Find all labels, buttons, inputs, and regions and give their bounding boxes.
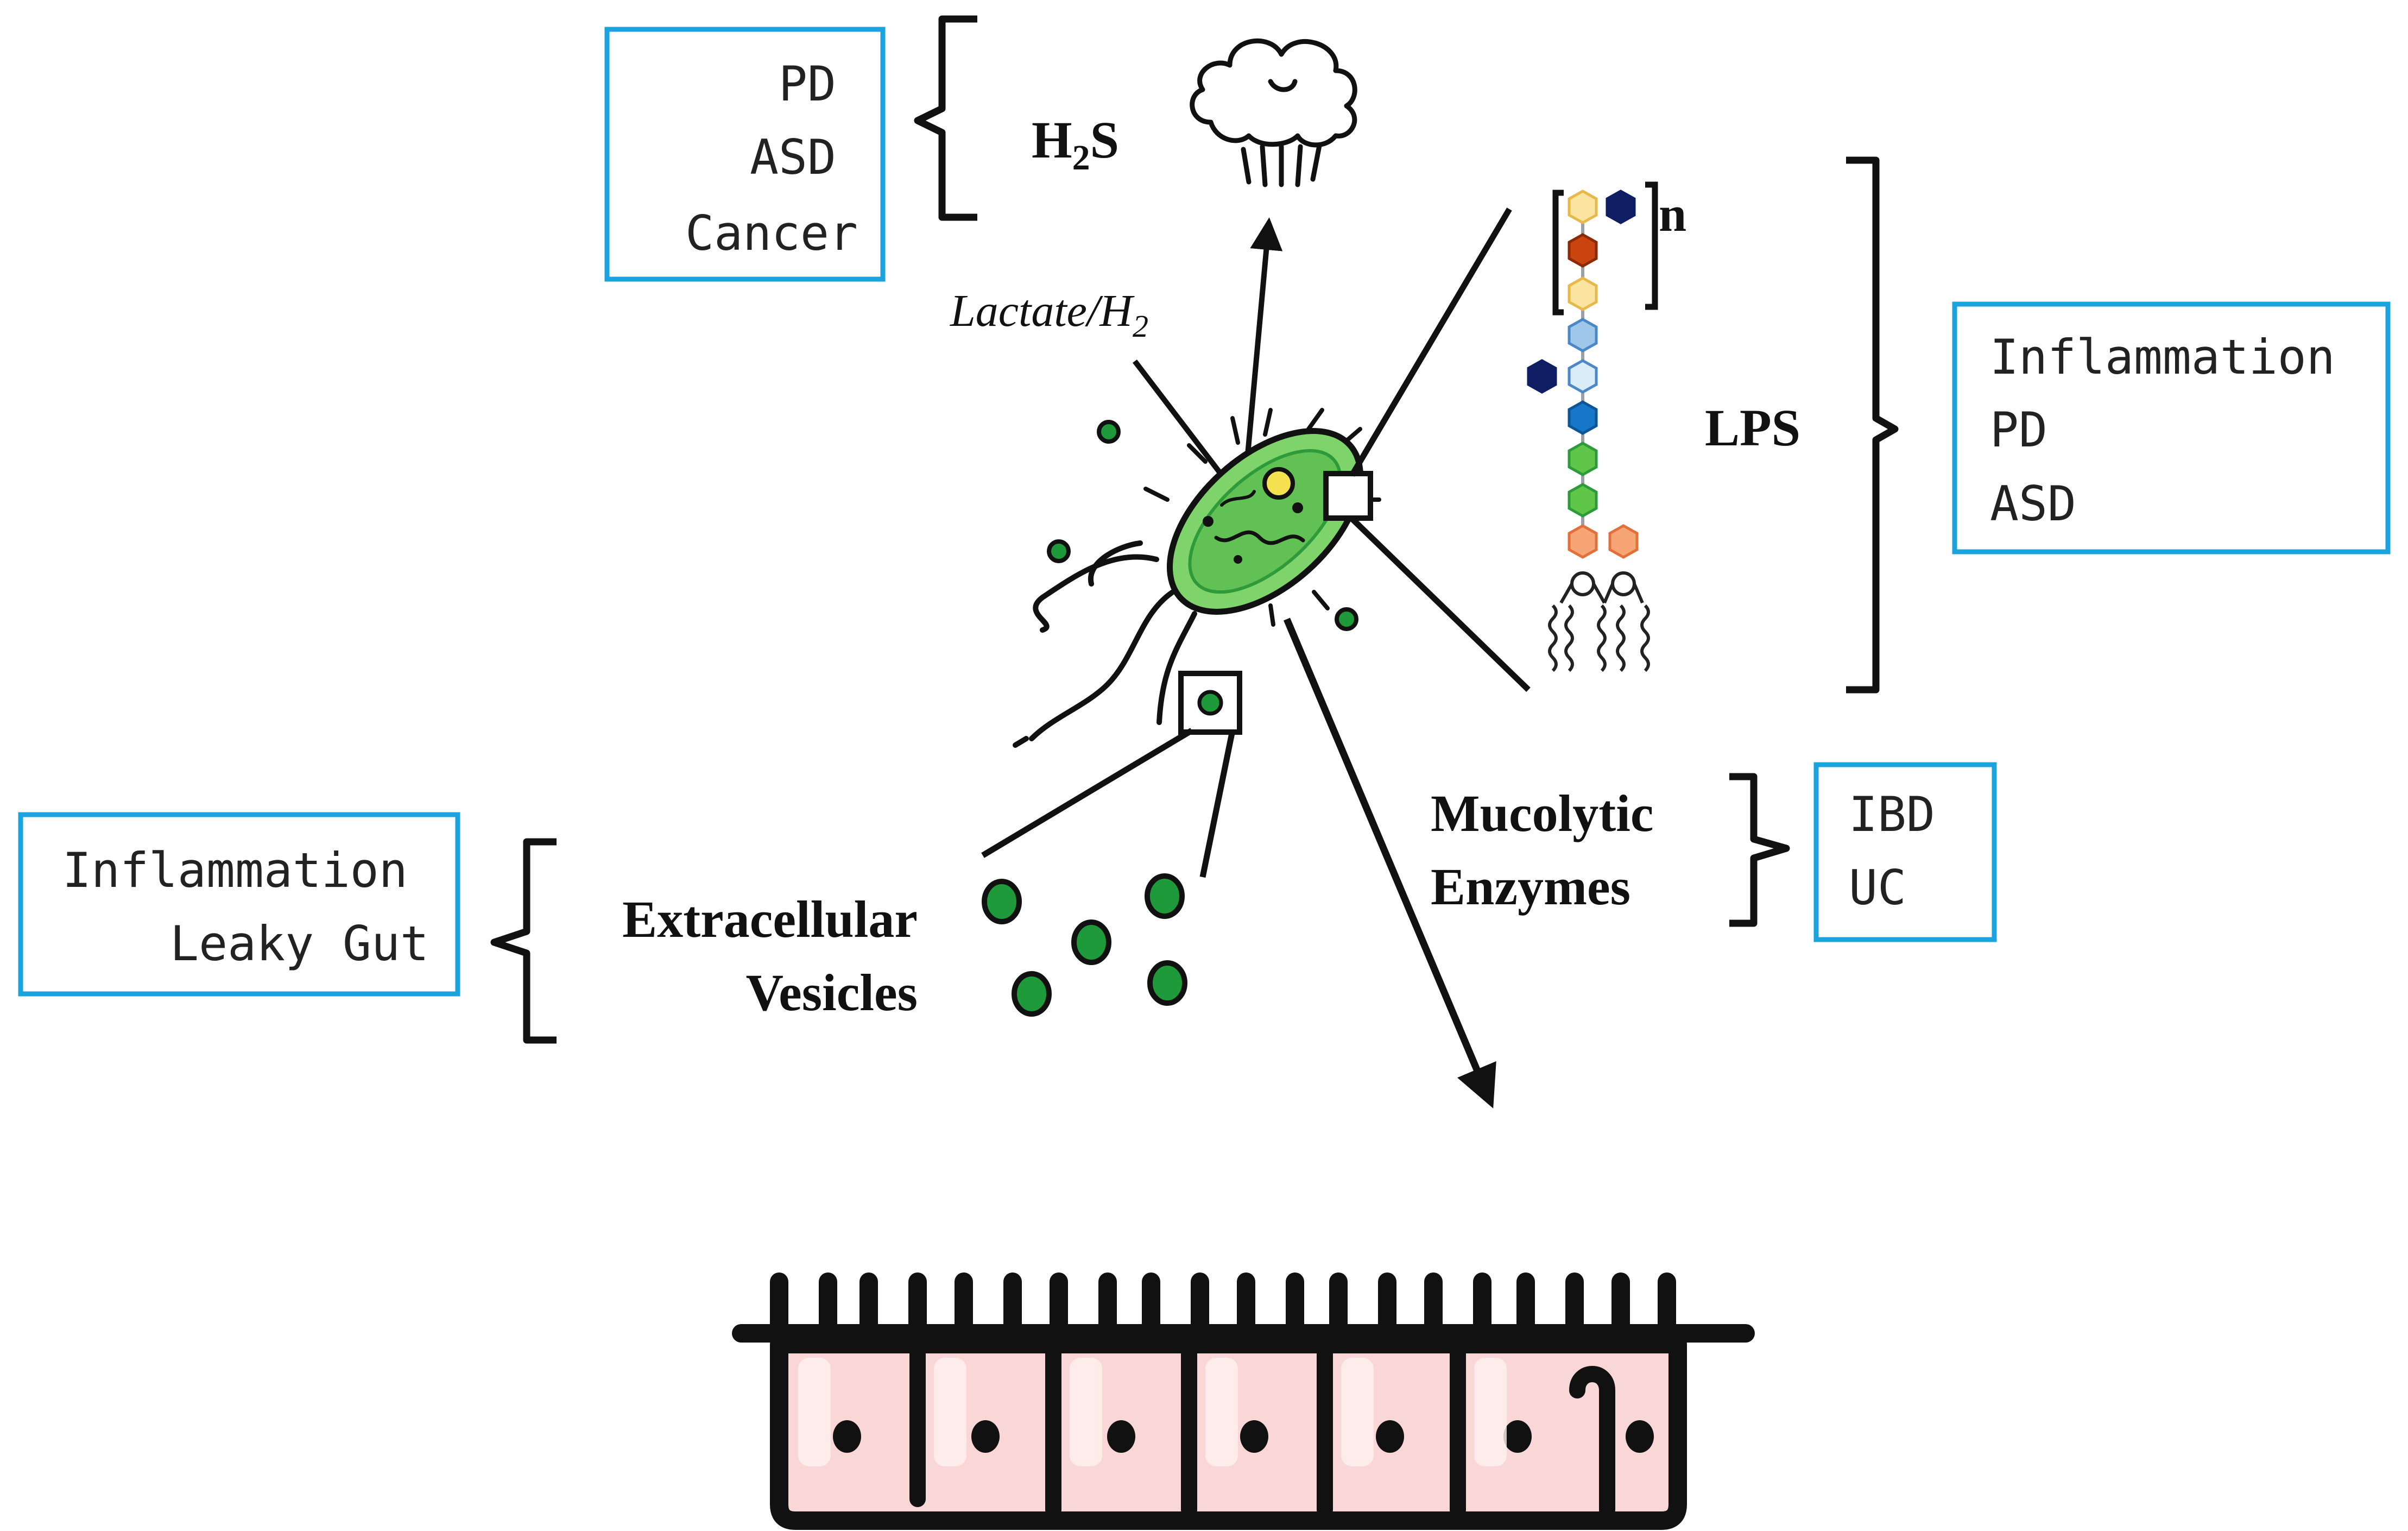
vesicles-label-line2: Vesicles: [746, 963, 918, 1022]
vesicles-effect-leaky-gut: Leaky Gut: [170, 916, 429, 972]
extracellular-vesicles-cluster: [982, 873, 1187, 1017]
vesicle-zoom-box: [1178, 671, 1242, 735]
h2s-section: PD ASD Cancer H2S: [604, 15, 1357, 282]
lps-molecule-icon: n: [1527, 181, 1686, 672]
lps-effects-box: [1952, 301, 2391, 555]
h2s-label: H2S: [1032, 111, 1119, 178]
lps-zoom-box: [1323, 471, 1373, 521]
h2s-effect-cancer: Cancer: [685, 205, 858, 261]
lps-effect-asd: ASD: [1990, 476, 2076, 532]
vesicles-bracket: [490, 838, 557, 1044]
gas-cloud-icon: [1190, 38, 1357, 187]
mucolytic-effects-box: [1813, 762, 1997, 942]
bacterium-icon: [1013, 408, 1381, 748]
h2s-release-arrow: [1243, 217, 1283, 473]
mucolytic-label-line1: Mucolytic: [1431, 784, 1654, 842]
vesicles-effect-inflammation: Inflammation: [62, 842, 408, 898]
h2s-effects-box: [604, 27, 886, 282]
lps-effect-inflammation: Inflammation: [1990, 329, 2335, 385]
lps-effect-pd: PD: [1990, 402, 2047, 458]
surrounding-vesicles: [1047, 420, 1358, 631]
mucolytic-arrow: [1284, 618, 1496, 1108]
lps-label: LPS: [1705, 399, 1800, 457]
bacterium-nucleoid: [1262, 467, 1295, 500]
vesicles-effects-box: [18, 812, 460, 997]
h2s-bracket: [914, 15, 977, 221]
h2s-effect-asd: ASD: [750, 129, 836, 185]
lps-repeat-bracket-left: [1552, 190, 1564, 316]
mucolytic-effect-uc: UC: [1849, 860, 1906, 916]
h2s-effect-pd: PD: [779, 56, 836, 112]
lps-repeat-label: n: [1659, 186, 1686, 242]
lps-bracket: [1846, 156, 1899, 694]
mucolytic-bracket: [1729, 773, 1790, 927]
lactate-label: Lactate/H2: [950, 286, 1148, 344]
mucolytic-label-line2: Enzymes: [1431, 858, 1630, 916]
lps-repeat-bracket-right: [1645, 181, 1658, 310]
mucolytic-effect-ibd: IBD: [1849, 786, 1935, 842]
gut-epithelium-icon: [732, 1272, 1755, 1530]
vesicles-label-line1: Extracellular: [622, 890, 918, 948]
